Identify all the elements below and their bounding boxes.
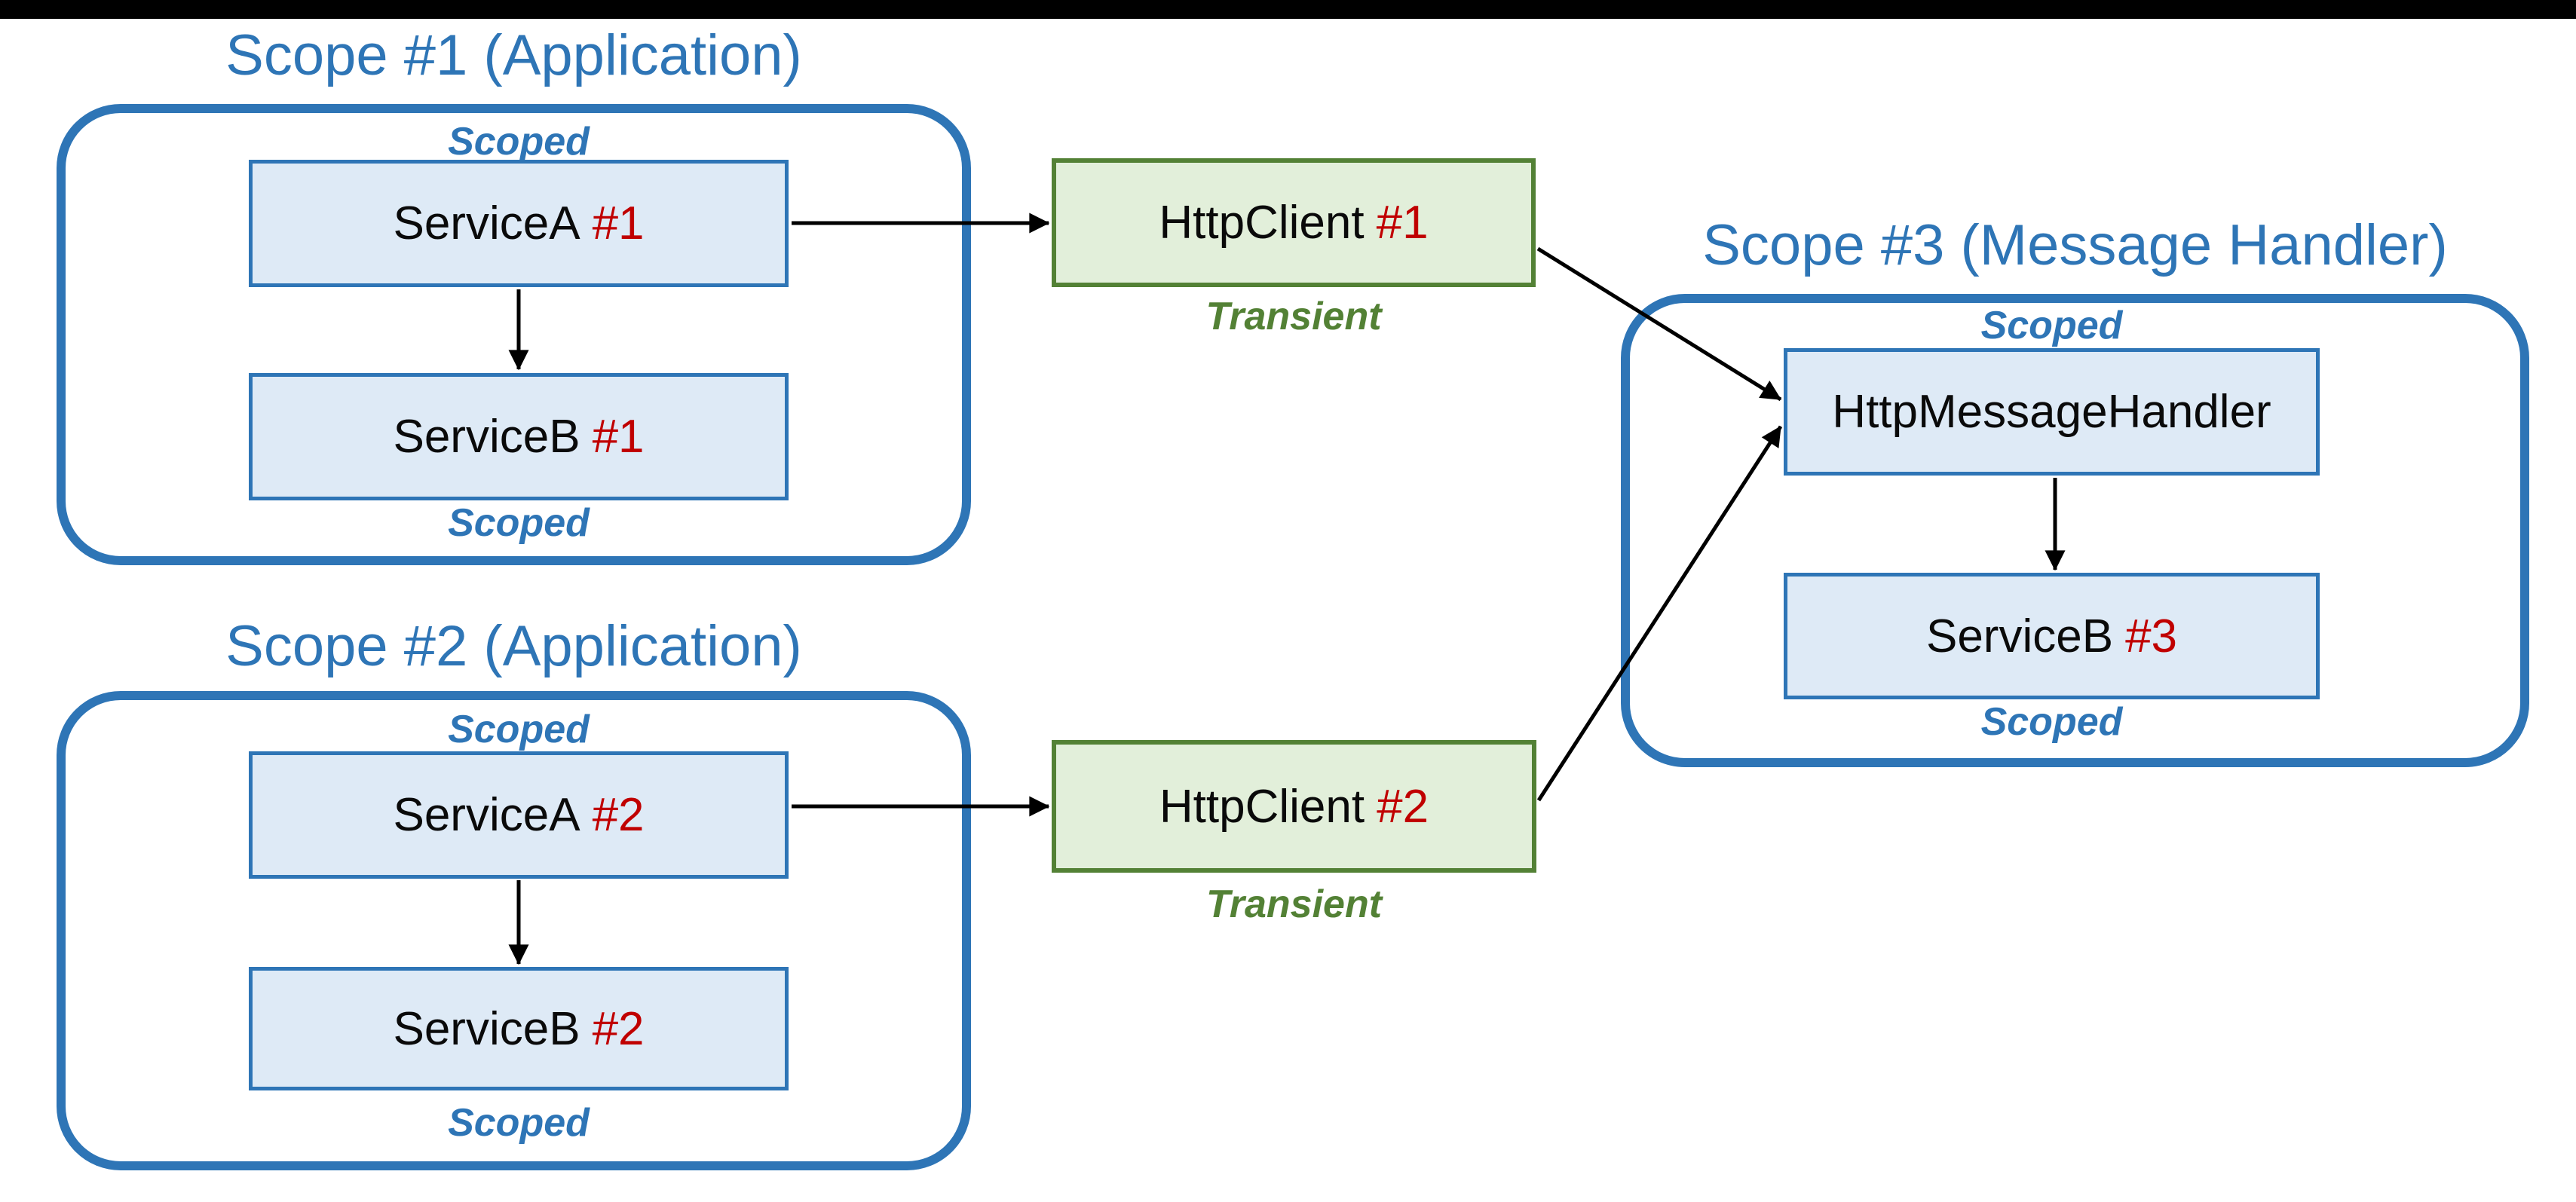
service-b3-box: ServiceB #3 [1784, 573, 2320, 699]
scope3-title: Scope #3 (Message Handler) [1702, 213, 2448, 277]
scope3-scoped-label-bottom: Scoped [1980, 700, 2123, 744]
scope2-scoped-label-top: Scoped [448, 708, 590, 751]
service-b1-instance: #1 [592, 411, 645, 463]
scope1-scoped-label-bottom: Scoped [448, 501, 590, 545]
service-a2-box: ServiceA #2 [249, 751, 789, 879]
service-b1-box: ServiceB #1 [249, 373, 789, 500]
httpclient1-transient-label: Transient [1205, 295, 1382, 338]
httpclient1-instance: #1 [1376, 197, 1429, 249]
service-b3-instance: #3 [2125, 610, 2178, 662]
service-b2-name: ServiceB [393, 1002, 580, 1055]
service-b2-instance: #2 [592, 1002, 645, 1055]
scope3-container [1621, 294, 2529, 767]
service-a1-instance: #1 [592, 197, 645, 249]
httpclient2-transient-label: Transient [1205, 882, 1383, 926]
scope1-container [57, 104, 971, 565]
top-black-bar [0, 0, 2576, 19]
http-message-handler-name: HttpMessageHandler [1832, 386, 2271, 438]
scope3-scoped-label-top: Scoped [1980, 304, 2123, 347]
service-a1-box: ServiceA #1 [249, 160, 789, 287]
service-a2-name: ServiceA [393, 789, 580, 841]
httpclient2-box: HttpClient #2 [1052, 740, 1536, 873]
scope2-title: Scope #2 (Application) [225, 614, 802, 678]
httpclient1-name: HttpClient [1159, 197, 1365, 249]
scope2-scoped-label-bottom: Scoped [448, 1101, 590, 1145]
scope1-scoped-label-top: Scoped [448, 120, 590, 164]
httpclient1-box: HttpClient #1 [1052, 158, 1536, 287]
httpclient2-instance: #2 [1377, 780, 1429, 833]
http-message-handler-box: HttpMessageHandler [1784, 348, 2320, 476]
scope1-title: Scope #1 (Application) [225, 23, 802, 87]
service-b2-box: ServiceB #2 [249, 967, 789, 1090]
service-b3-name: ServiceB [1925, 610, 2114, 662]
scope2-container [57, 691, 971, 1170]
httpclient2-name: HttpClient [1159, 780, 1365, 833]
service-a2-instance: #2 [592, 789, 645, 841]
service-a1-name: ServiceA [393, 197, 580, 249]
service-b1-name: ServiceB [393, 411, 580, 463]
